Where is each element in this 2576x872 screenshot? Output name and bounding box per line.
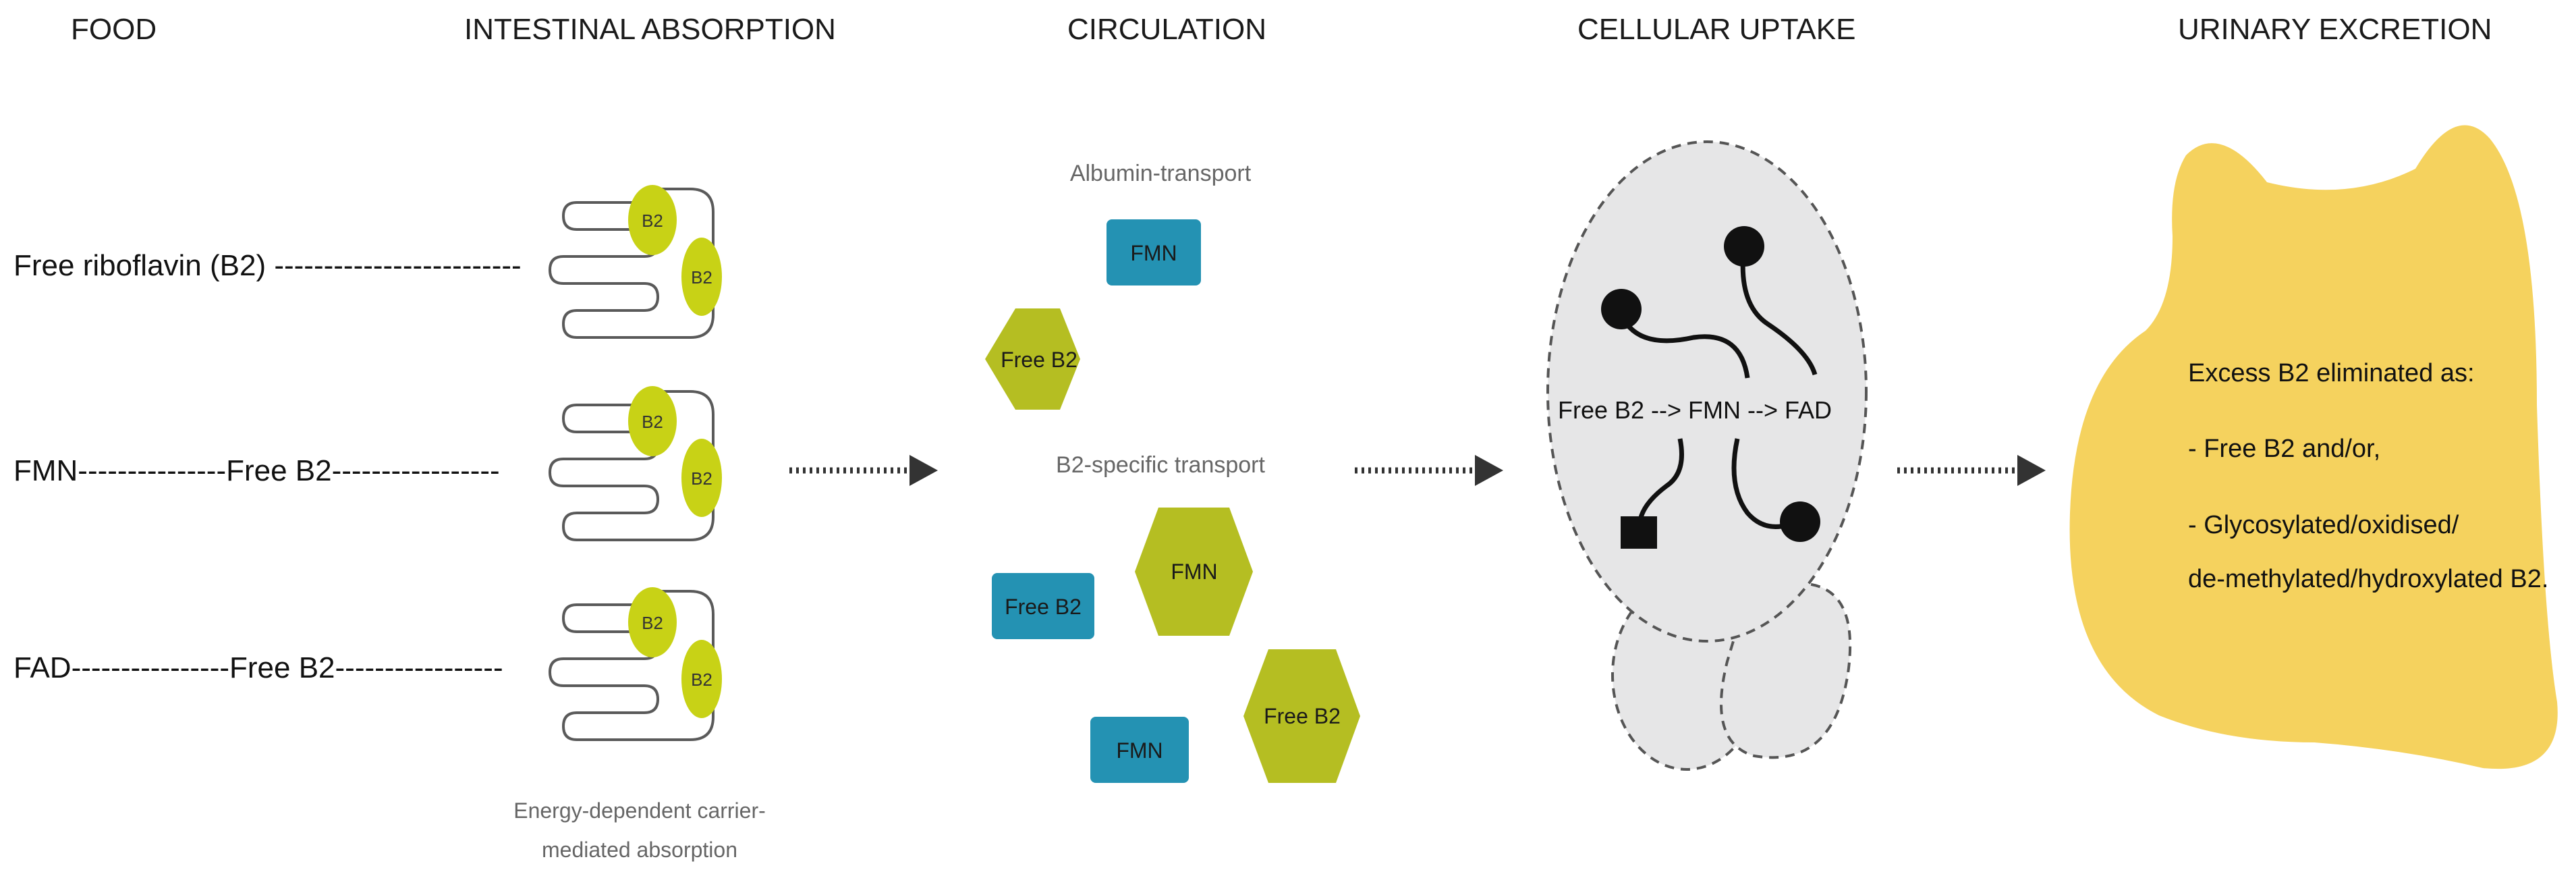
free-b2-label: Free B2 [1001,348,1077,372]
b2-carrier-3b [681,640,722,718]
b2-carrier-3a [628,587,677,657]
fmn-label: FMN [1171,560,1217,584]
b2-specific-transport-label: B2-specific transport [1056,452,1265,478]
absorption-caption-line2: mediated absorption [542,838,737,862]
molecule-tail-3 [1637,438,1684,527]
b2-carrier-1a [628,185,677,255]
header-food: FOOD [71,13,157,46]
albumin-transport-label: Albumin-transport [1070,161,1252,186]
free-b2-hexagon-albumin [985,308,1080,410]
uptake-pathway: Free B2 --> FMN --> FAD [1558,396,1832,424]
urine-blob [2069,125,2558,769]
header-urinary-excretion: URINARY EXCRETION [2178,13,2492,46]
b2-tag: B2 [642,412,663,432]
b2-tag: B2 [691,468,712,489]
molecule-head-2 [1724,226,1764,267]
molecule-tail-1 [1617,308,1750,379]
fmn-box-albumin [1107,219,1201,285]
b2-tag: B2 [691,670,712,690]
excretion-line4: de-methylated/hydroxylated B2. [2188,565,2548,593]
molecule-tail-2 [1740,246,1818,376]
dotted-arrow-3 [1897,455,2046,486]
b2-tag: B2 [642,613,663,633]
excretion-line1: Excess B2 eliminated as: [2188,359,2475,387]
molecule-head-4 [1780,501,1820,542]
header-cellular-uptake: CELLULAR UPTAKE [1577,13,1855,46]
excretion-line3: - Glycosylated/oxidised/ [2188,511,2459,539]
fmn-label: FMN [1116,738,1163,763]
fmn-hexagon-specific [1135,508,1253,636]
free-b2-label: Free B2 [1264,704,1341,728]
fmn-box-lower [1090,717,1189,783]
dotted-arrow-1 [789,455,938,486]
header-intestinal-absorption: INTESTINAL ABSORPTION [464,13,836,46]
free-b2-hexagon-lower [1243,649,1360,783]
absorption-caption-line1: Energy-dependent carrier- [513,798,766,823]
b2-tag: B2 [691,267,712,288]
b2-carrier-2a [628,386,677,456]
dotted-arrow-2 [1355,455,1503,486]
fmn-label: FMN [1130,241,1177,265]
b2-carrier-2b [681,439,722,517]
food-fad: FAD----------------Free B2--------------… [13,651,503,684]
molecule-head-square [1621,516,1657,549]
header-circulation: CIRCULATION [1067,13,1266,46]
b2-tag: B2 [642,211,663,231]
free-b2-box-specific [992,573,1094,639]
food-free-riboflavin: Free riboflavin (B2) -------------------… [13,249,522,282]
food-fmn: FMN---------------Free B2---------------… [13,454,500,487]
cell: Free B2 --> FMN --> FAD [1546,140,1868,771]
molecule-head-1 [1601,289,1642,329]
free-b2-label: Free B2 [1005,595,1082,619]
excretion-line2: - Free B2 and/or, [2188,435,2380,463]
b2-carrier-1b [681,238,722,316]
main-cell [1546,140,1868,643]
